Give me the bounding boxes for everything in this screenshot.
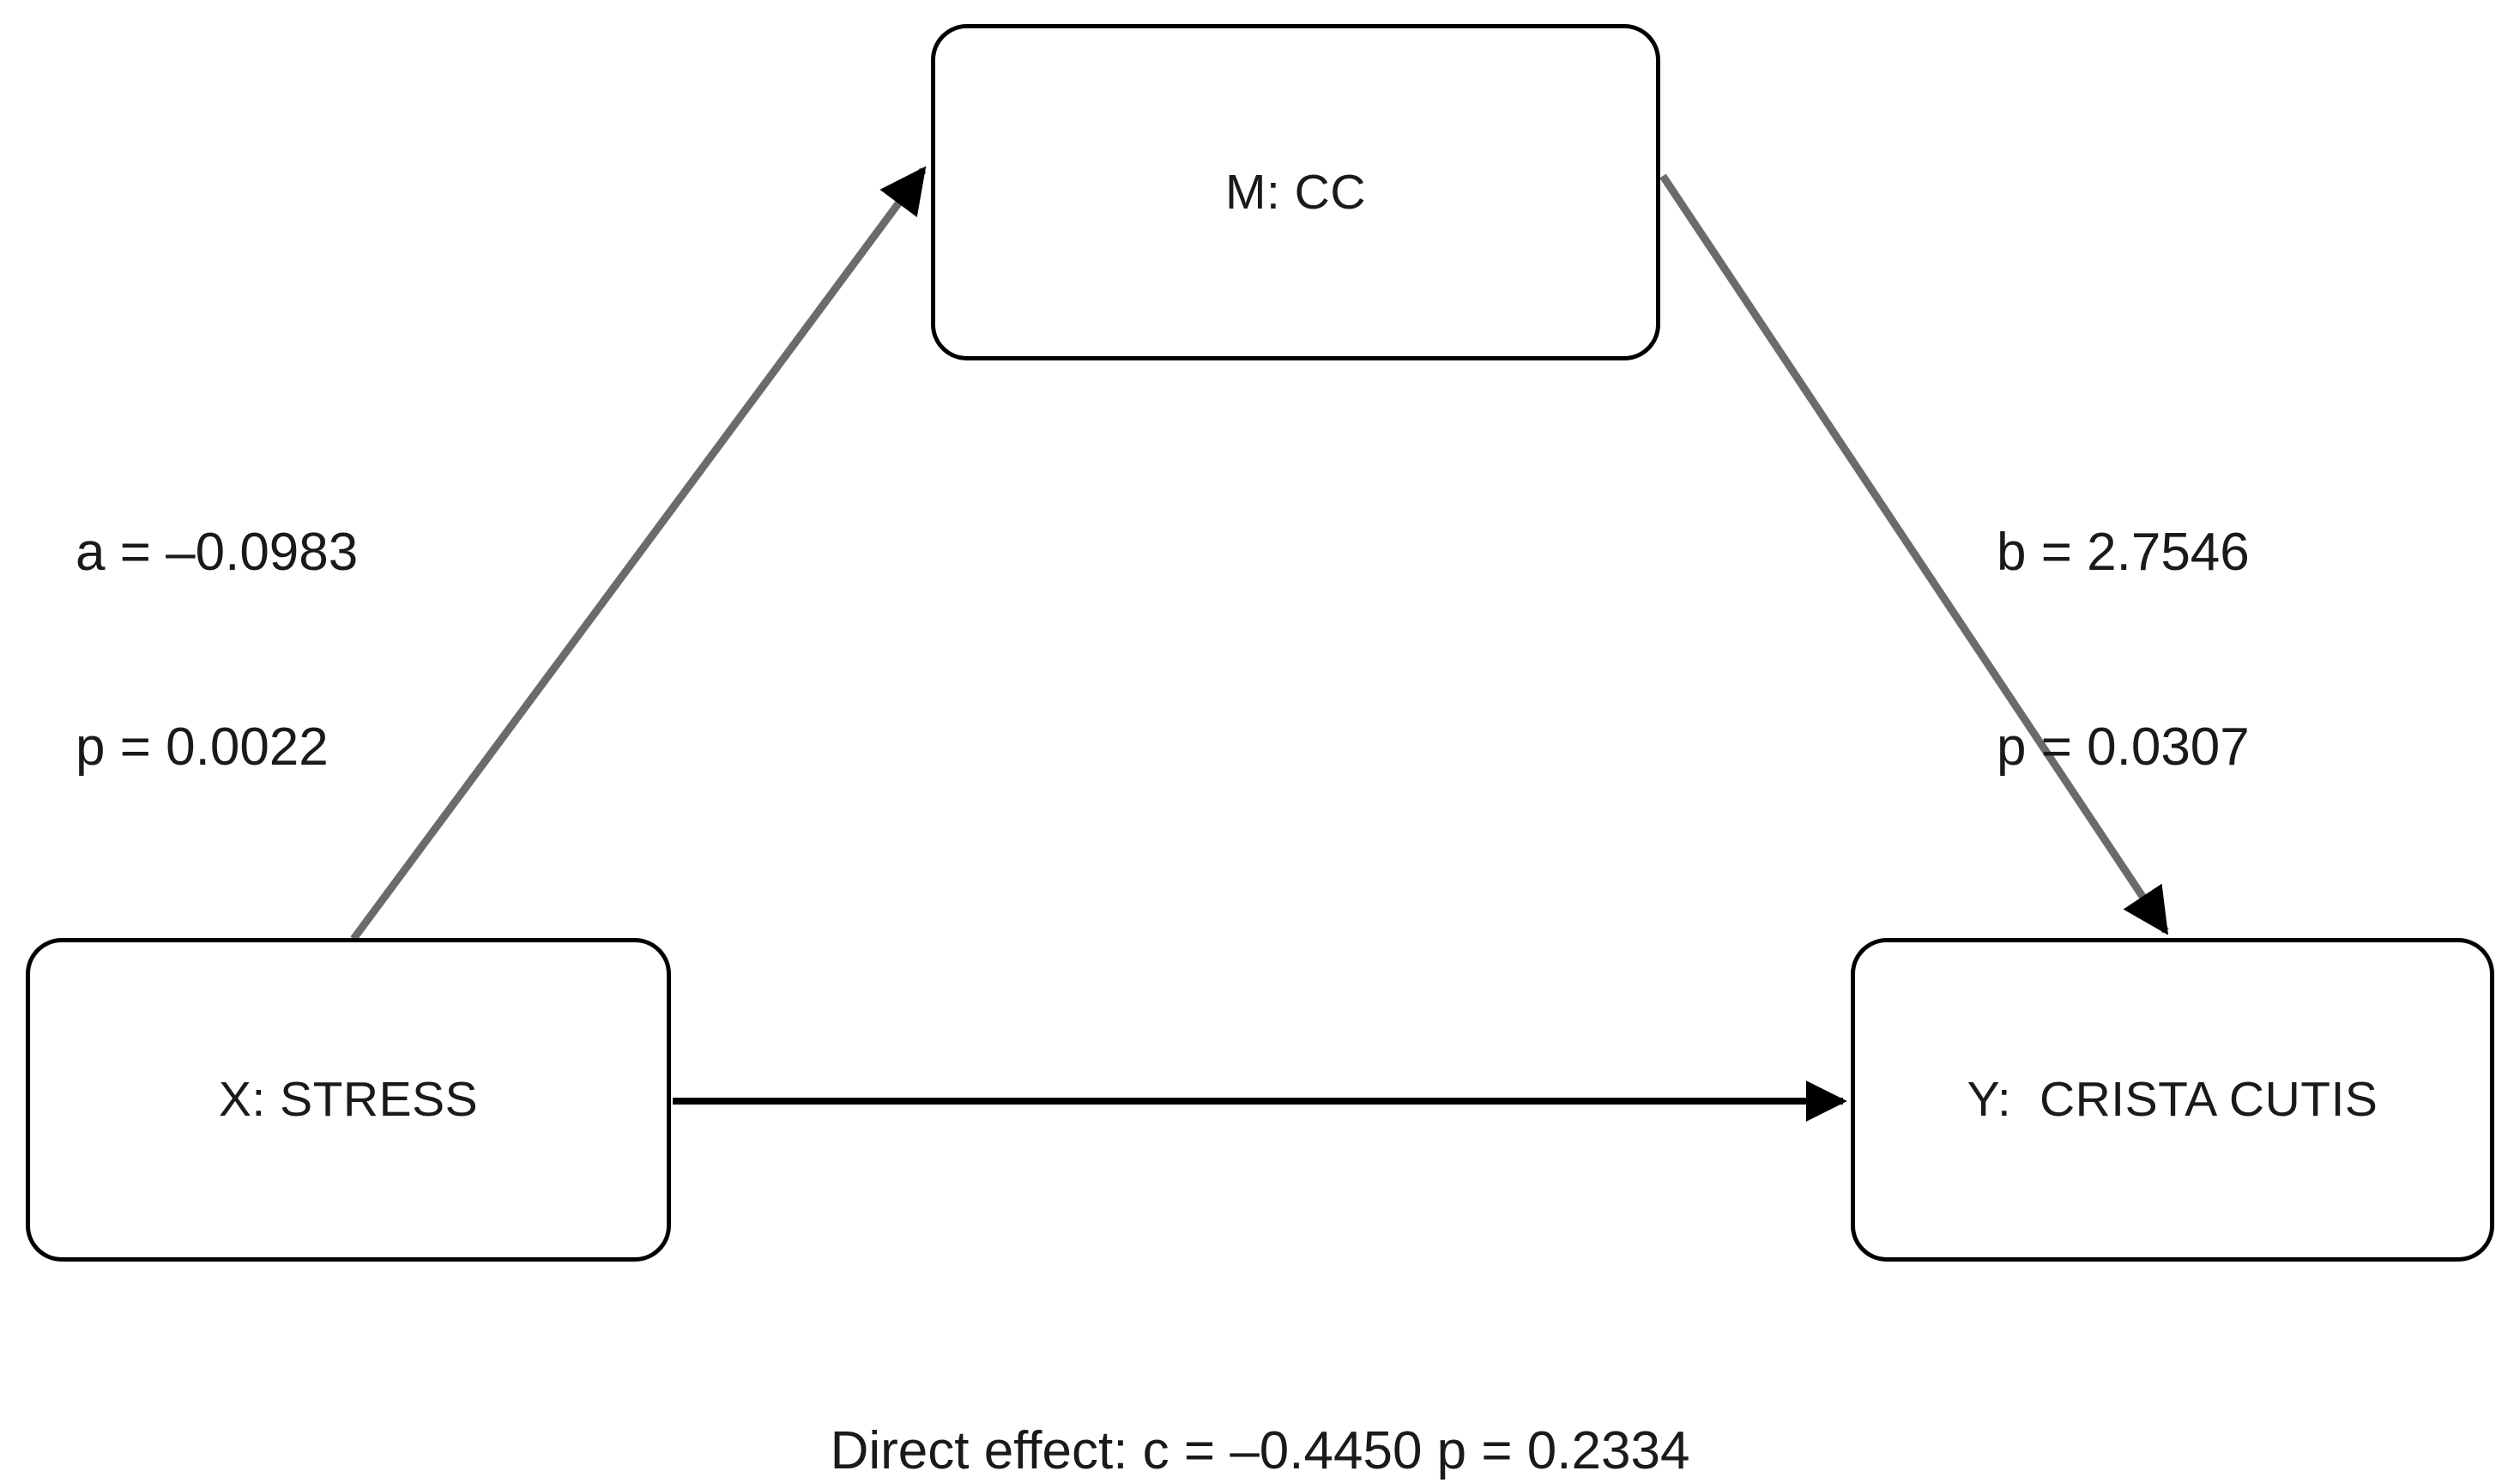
path-b-line (1659, 173, 2169, 935)
path-a-coefficient: a = –0.0983 (76, 523, 359, 583)
effects-summary: Direct effect: c = –0.4450 p = 0.2334 To… (0, 1280, 2520, 1483)
node-predictor[interactable]: X: STRESS (26, 938, 671, 1262)
path-a-annotation: a = –0.0983 p = 0.0022 (76, 390, 358, 910)
path-b-annotation: b = 2.7546 p = 0.0307 (1997, 390, 2250, 910)
node-mediator[interactable]: M: CC (931, 24, 1660, 360)
path-a-line (350, 166, 927, 941)
node-predictor-label: X: STRESS (218, 1072, 479, 1128)
path-b-coefficient: b = 2.7546 (1997, 523, 2250, 583)
path-a-pvalue: p = 0.0022 (76, 717, 329, 778)
direct-effect-line: Direct effect: c = –0.4450 p = 0.2334 (830, 1420, 1690, 1480)
node-outcome-label: Y: CRISTA CUTIS (1967, 1072, 2378, 1128)
node-outcome[interactable]: Y: CRISTA CUTIS (1851, 938, 2494, 1262)
node-mediator-label: M: CC (1225, 164, 1366, 220)
path-b-pvalue: p = 0.0307 (1997, 717, 2250, 778)
